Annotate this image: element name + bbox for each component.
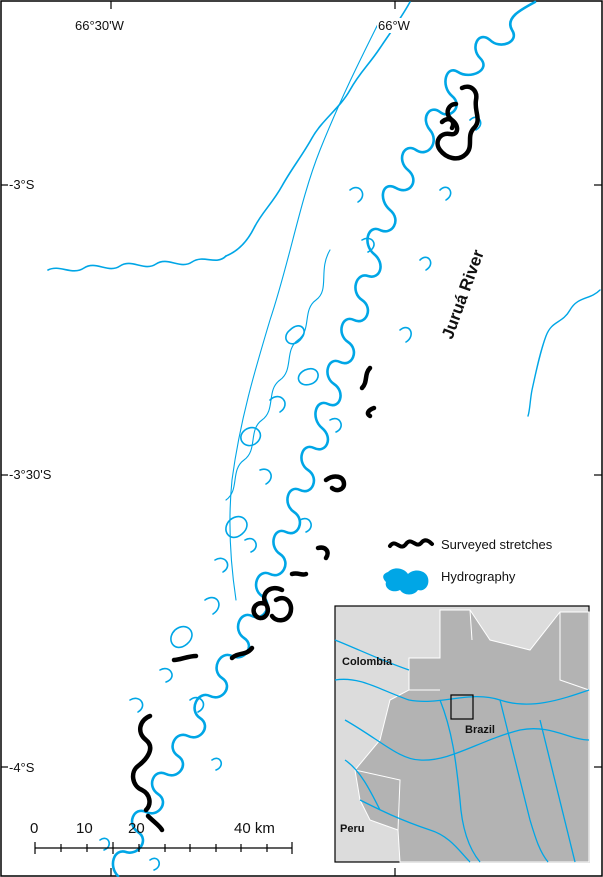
legend-symbols [383,538,434,595]
surveyed-stretch-8 [251,586,294,623]
inset-label-peru: Peru [340,823,365,835]
surveyed-stretch-10 [171,653,199,663]
floodplain-channel-mid [225,249,331,501]
inset-rivers [334,639,590,863]
inset-label-brazil: Brazil [465,724,495,736]
scale-label-40km: 40 km [234,820,275,837]
surveyed-stretch-5 [323,474,347,493]
scale-label-20: 20 [128,820,145,837]
legend-surveyed-swatch [388,538,434,549]
floodplain-channel-west [229,19,381,601]
legend-hydrography-label: Hydrography [441,569,516,584]
legend-hydrography-swatch [383,568,429,595]
inset-study-area-box [450,694,474,720]
scale-label-10: 10 [76,820,93,837]
lon-label-66w: 66°W [377,18,411,33]
inset-label-colombia: Colombia [342,656,393,668]
inset-brazil-region [354,609,590,863]
tributary-river-north [225,1,411,257]
scale-bar [34,842,293,854]
surveyed-stretch-7 [289,571,309,577]
legend-surveyed-label: Surveyed stretches [441,537,553,552]
surveyed-stretch-9 [229,645,255,661]
lat-label-3s: -3°S [8,177,36,192]
surveyed-stretch-3 [359,365,373,391]
jurua-river [111,0,537,877]
surveyed-stretch-11 [130,713,165,833]
lon-label-66-30w: 66°30'W [74,18,125,33]
lat-label-3-30s: -3°30'S [8,467,53,482]
tributary-river-east [527,289,601,417]
surveyed-stretch-6 [315,545,330,561]
surveyed-stretch-4 [365,405,377,419]
lat-label-4s: -4°S [8,760,36,775]
surveyed-stretch-2 [439,116,456,131]
scale-label-0: 0 [30,820,39,837]
tributary-river-west [47,255,227,272]
surveyed-stretches-layer [130,84,480,833]
inset-map [334,605,590,863]
inset-region-borders [354,609,590,831]
